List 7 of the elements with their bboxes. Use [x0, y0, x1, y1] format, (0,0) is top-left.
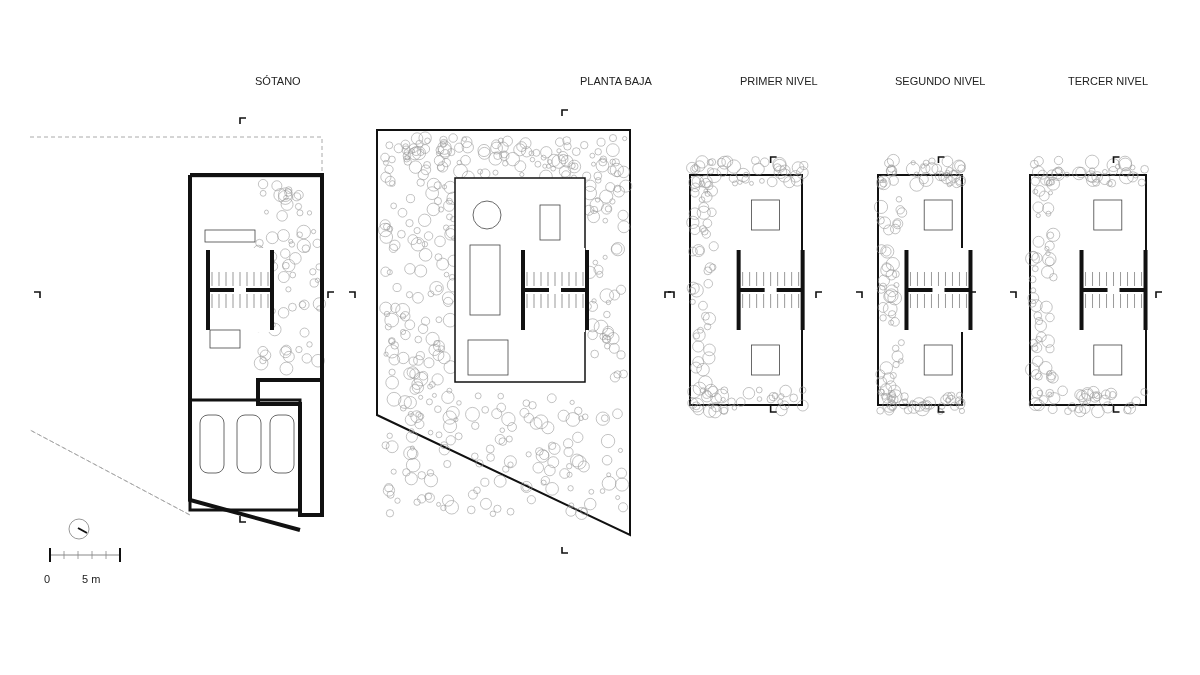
plan-title: PRIMER NIVEL — [740, 75, 818, 88]
plan-title: TERCER NIVEL — [1068, 75, 1149, 88]
scale-label: 0 — [44, 573, 51, 586]
scale-label: 5 m — [82, 573, 101, 586]
plan-title: PLANTA BAJA — [580, 75, 652, 88]
plan-title: SÓTANO — [255, 75, 301, 88]
plan-title: SEGUNDO NIVEL — [895, 75, 986, 88]
